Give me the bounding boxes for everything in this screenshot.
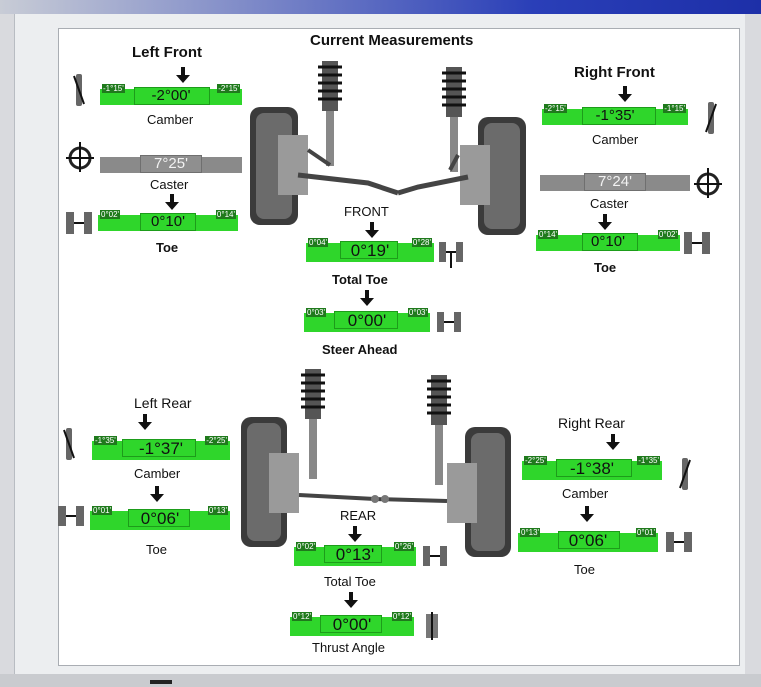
front-axle-label: FRONT	[344, 204, 389, 219]
left-rear-camber-value: -1°37'	[138, 439, 184, 458]
down-arrow-icon	[176, 67, 190, 85]
right-rear-camber-value: -1°38'	[569, 459, 615, 478]
down-arrow-icon	[138, 414, 152, 432]
down-arrow-icon	[150, 486, 164, 504]
right-rear-toe-label: Toe	[574, 562, 595, 577]
left-rear-camber-label: Camber	[134, 466, 181, 481]
right-front-caster-label: Caster	[590, 196, 629, 211]
left-front-caster-gauge: 7°25'	[100, 154, 242, 173]
left-front-toe-value: 0°10'	[151, 213, 185, 230]
front-total-toe-value: 0°19'	[350, 241, 390, 260]
window-title-bar	[0, 0, 761, 14]
toe-icon	[436, 310, 462, 340]
rear-total-toe-gauge: 0°02' 0°26' 0°13'	[294, 542, 416, 566]
camber-icon	[704, 100, 718, 136]
down-arrow-icon	[365, 222, 379, 240]
left-rear-toe-gauge: 0°01' 0°13' 0°06'	[90, 506, 230, 530]
rear-suspension-illustration	[241, 369, 511, 557]
right-front-caster-gauge: 7°24'	[540, 172, 690, 191]
camber-icon	[62, 426, 76, 462]
down-arrow-icon	[348, 526, 362, 544]
steer-ahead-value: 0°00'	[347, 311, 387, 330]
rear-axle-label: REAR	[340, 508, 377, 523]
toe-icon	[424, 612, 440, 640]
steer-ahead-gauge: 0°03' 0°03' 0°00'	[304, 308, 430, 332]
thrust-angle-value: 0°00'	[332, 615, 372, 634]
camber-icon	[72, 72, 86, 108]
toe-icon	[682, 228, 712, 258]
status-bar	[0, 674, 761, 687]
down-arrow-icon	[598, 214, 612, 232]
toe-icon	[422, 544, 448, 570]
toe-icon	[664, 530, 694, 556]
right-rear-toe-value: 0°06'	[568, 531, 608, 550]
front-suspension-illustration	[250, 61, 526, 235]
steer-ahead-label: Steer Ahead	[322, 342, 398, 357]
left-rear-camber-gauge: -1°35' -2°25' -1°37'	[92, 436, 230, 460]
right-front-camber-gauge: -2°15' -1°15' -1°35'	[542, 104, 688, 125]
left-front-camber-label: Camber	[147, 112, 194, 127]
caster-icon	[694, 168, 722, 198]
down-arrow-icon	[165, 194, 179, 212]
left-front-caster-label: Caster	[150, 177, 189, 192]
toe-icon	[64, 208, 94, 238]
down-arrow-icon	[606, 434, 620, 452]
right-front-camber-value: -1°35'	[595, 107, 635, 124]
right-rear-camber-label: Camber	[562, 486, 609, 501]
left-front-caster-value: 7°25'	[154, 155, 188, 172]
left-front-toe-gauge: 0°02' 0°14' 0°10'	[98, 210, 238, 231]
right-front-caster-value: 7°24'	[598, 173, 632, 190]
left-front-camber-gauge: -1°15' -2°15' -2°00'	[100, 84, 242, 105]
down-arrow-icon	[580, 506, 594, 524]
down-arrow-icon	[618, 86, 632, 104]
thrust-angle-label: Thrust Angle	[312, 640, 385, 655]
left-front-camber-value: -2°00'	[151, 87, 191, 104]
right-rear-toe-gauge: 0°13' 0°01' 0°06'	[518, 528, 658, 552]
rear-total-toe-label: Total Toe	[324, 574, 376, 589]
front-total-toe-gauge: 0°04' 0°28' 0°19'	[306, 238, 434, 262]
left-rear-toe-label: Toe	[146, 542, 167, 557]
left-rear-toe-value: 0°06'	[140, 509, 180, 528]
right-rear-camber-gauge: -2°25' -1°35' -1°38'	[522, 456, 662, 480]
down-arrow-icon	[360, 290, 374, 308]
down-arrow-icon	[344, 592, 358, 610]
caster-icon	[66, 142, 94, 172]
left-front-toe-label: Toe	[156, 240, 179, 255]
front-total-toe-label: Total Toe	[332, 272, 388, 287]
left-rear-heading: Left Rear	[134, 395, 192, 411]
status-indicator	[150, 680, 172, 684]
right-front-toe-value: 0°10'	[591, 233, 625, 250]
toe-icon	[56, 504, 86, 530]
thrust-angle-gauge: 0°12' 0°12' 0°00'	[290, 612, 414, 636]
right-front-toe-label: Toe	[594, 260, 617, 275]
right-front-camber-label: Camber	[592, 132, 639, 147]
toe-icon	[438, 240, 464, 270]
left-front-heading: Left Front	[132, 44, 202, 61]
right-front-heading: Right Front	[574, 64, 655, 81]
page-title: Current Measurements	[310, 32, 474, 49]
camber-icon	[678, 456, 692, 492]
rear-total-toe-value: 0°13'	[335, 545, 375, 564]
right-rear-heading: Right Rear	[558, 415, 625, 431]
right-front-toe-gauge: 0°14' 0°02' 0°10'	[536, 230, 680, 251]
